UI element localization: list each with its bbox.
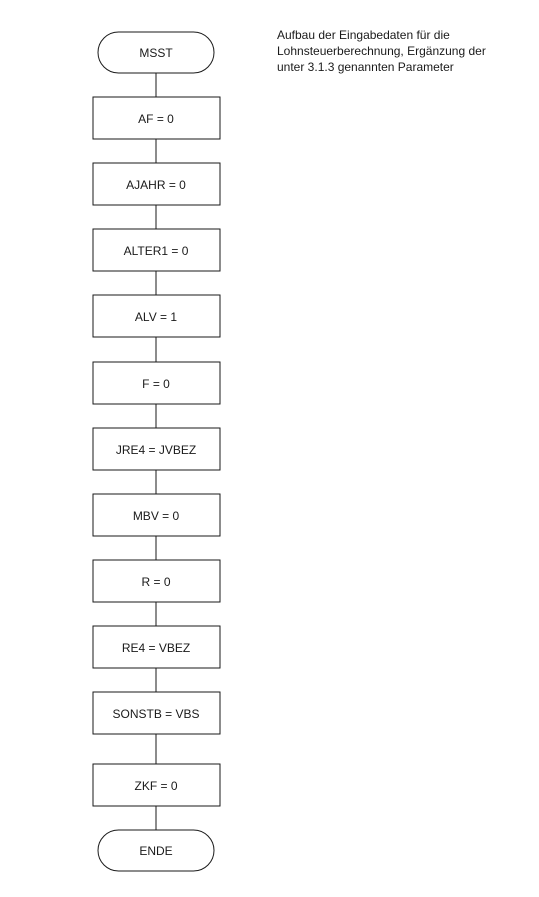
process-step: ZKF = 0 xyxy=(92,763,221,807)
note-line-1: Aufbau der Eingabedaten für die xyxy=(277,28,450,42)
process-step: F = 0 xyxy=(92,361,221,405)
start-label: MSST xyxy=(139,46,173,60)
process-step: JRE4 = JVBEZ xyxy=(92,427,221,471)
step-label: R = 0 xyxy=(141,575,170,589)
process-step: MBV = 0 xyxy=(92,493,221,537)
process-step: R = 0 xyxy=(92,559,221,603)
process-step: RE4 = VBEZ xyxy=(92,625,221,669)
step-label: ZKF = 0 xyxy=(134,779,177,793)
note-line-2: Lohnsteuerberechnung, Ergänzung der xyxy=(277,44,486,58)
process-step: AJAHR = 0 xyxy=(92,162,221,206)
end-label: ENDE xyxy=(139,844,172,858)
process-step: ALV = 1 xyxy=(92,294,221,338)
description-note: Aufbau der Eingabedaten für die Lohnsteu… xyxy=(277,27,527,75)
step-label: ALTER1 = 0 xyxy=(124,244,189,258)
end-terminal: ENDE xyxy=(97,829,215,872)
step-label: RE4 = VBEZ xyxy=(122,641,190,655)
step-label: SONSTB = VBS xyxy=(112,707,199,721)
process-step: AF = 0 xyxy=(92,96,221,140)
step-label: AJAHR = 0 xyxy=(126,178,186,192)
note-line-3: unter 3.1.3 genannten Parameter xyxy=(277,60,454,74)
process-step: SONSTB = VBS xyxy=(92,691,221,735)
step-label: F = 0 xyxy=(142,377,170,391)
process-step: ALTER1 = 0 xyxy=(92,228,221,272)
step-label: JRE4 = JVBEZ xyxy=(116,443,196,457)
step-label: AF = 0 xyxy=(138,112,174,126)
step-label: MBV = 0 xyxy=(133,509,180,523)
step-label: ALV = 1 xyxy=(135,310,177,324)
start-terminal: MSST xyxy=(97,31,215,74)
